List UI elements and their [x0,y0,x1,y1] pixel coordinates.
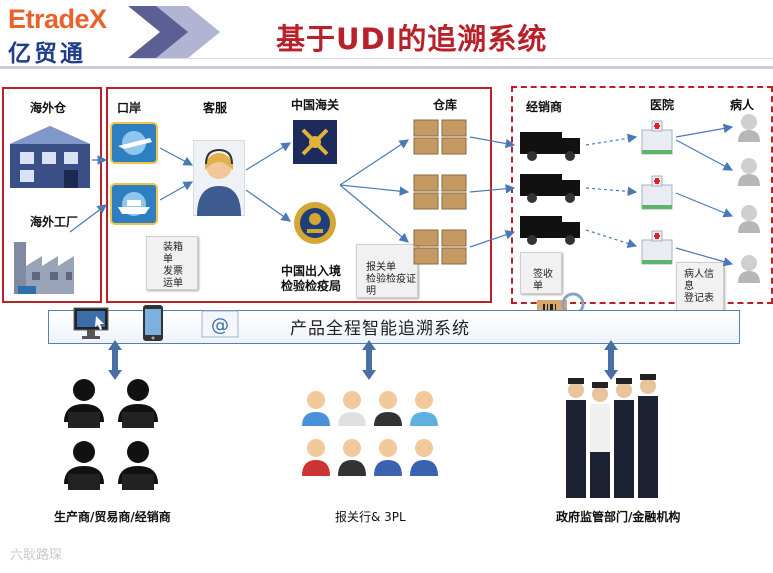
customer-service-agent-icon [193,140,245,216]
box-stack-icon-3 [413,229,467,265]
watermark: 六耿路琛 [10,548,63,563]
distributor-label: 经销商 [526,100,563,114]
truck-icon-2 [520,174,580,203]
patient-register-doc: 病人信 息 登记表 [676,262,724,312]
government-officers-icon [566,374,658,498]
logo-text-cn: 亿贸通 [8,41,86,67]
truck-icon-1 [520,132,580,161]
ciq-label: 中国出入境 检验检疫局 [281,264,342,293]
packing-docs: 装箱 单 发票 运单 [146,236,198,290]
producers-people-icon [64,379,158,490]
box-stack-icon-2 [413,174,467,210]
email-icon: @ [201,310,239,338]
box-stack-icon-1 [413,119,467,155]
truck-icon-3 [520,216,580,245]
chevron-arrows-icon [128,6,220,58]
warehouse-label: 仓库 [433,98,458,112]
logo-text-en: EtradeX [8,4,107,34]
hospital-icon-2 [641,175,673,210]
overseas-warehouse-label: 海外仓 [30,101,67,115]
broker-label: 报关行& 3PL [335,510,406,524]
hospital-icon-3 [641,230,673,265]
system-bar-label: 产品全程智能追溯系统 [290,319,470,339]
computer-monitor-icon [73,307,109,339]
hospital-icon-1 [641,120,673,155]
patient-icon-3 [738,205,760,233]
distribution-group-box [511,86,773,304]
china-customs-label: 中国海关 [291,98,340,112]
receipt-doc: 签收 单 [520,252,562,294]
government-label: 政府监管部门/金融机构 [556,510,681,524]
port-label: 口岸 [117,101,142,115]
customs-emblem-icon [293,120,337,164]
header-divider-bottom [0,66,773,69]
double-arrows [108,340,618,380]
customer-service-label: 客服 [203,101,228,115]
flow-arrows [69,123,734,267]
warehouse-building-icon [10,126,90,188]
factory-icon [14,242,74,294]
header-divider [135,58,773,59]
airplane-icon [110,122,158,164]
declaration-docs: 报关单 检验检疫证 明 [356,244,418,298]
overseas-factory-label: 海外工厂 [30,215,79,229]
page-title: 基于UDI的追溯系统 [276,22,548,56]
import-group-box [106,87,492,303]
hospital-label: 医院 [650,98,675,112]
patient-icon-2 [738,158,760,186]
mobile-phone-icon [143,305,163,341]
traceability-system-bar [48,310,740,344]
svg-text:@: @ [211,315,229,336]
patient-icon-1 [738,114,760,142]
ciq-emblem-icon [294,202,336,244]
patient-icon-4 [738,255,760,283]
ship-icon [110,183,158,225]
patient-label: 病人 [730,98,755,112]
broker-people-icon [302,391,438,476]
overseas-group-box [2,87,102,303]
producers-label: 生产商/贸易商/经销商 [54,510,171,524]
